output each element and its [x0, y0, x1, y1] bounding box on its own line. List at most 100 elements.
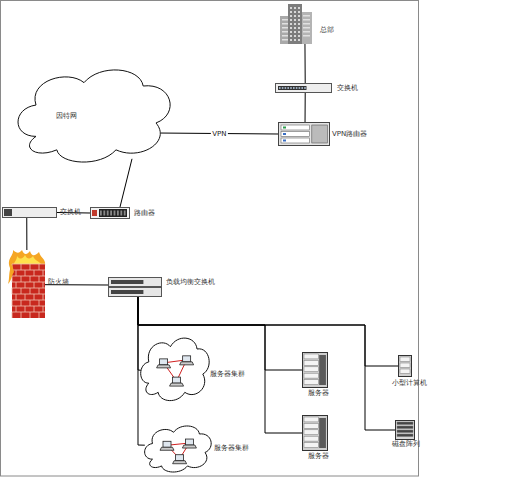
port [117, 211, 119, 216]
building-window [282, 35, 288, 37]
drive-bay [304, 360, 318, 365]
drive-bay [304, 367, 318, 372]
headquarters-building: 总部 [280, 4, 312, 44]
brick-mortar [12, 294, 45, 295]
headquarters-building-icon [280, 4, 312, 44]
drive-bay [304, 354, 318, 359]
building-window [298, 27, 300, 29]
disk-array-icon [395, 420, 415, 440]
brick-mortar [30, 264, 31, 270]
drive-bay [304, 436, 318, 441]
port [287, 87, 289, 89]
port [282, 87, 284, 89]
switch-device: 交换机 [2, 207, 57, 218]
building-window [298, 7, 300, 9]
drive-bay [304, 373, 318, 378]
building-window [294, 35, 296, 37]
minicomputer: 小型计算机 [398, 355, 412, 377]
router-device-icon [90, 207, 130, 219]
brick-mortar [16, 270, 17, 276]
building-window [294, 15, 296, 17]
router-slot [281, 125, 310, 130]
building-window [298, 23, 300, 25]
brick-mortar [25, 282, 26, 288]
brick-mortar [21, 312, 22, 318]
drive-bay [397, 430, 413, 433]
laptop-screen [183, 356, 191, 362]
building-window [282, 39, 288, 41]
drive-bay [304, 417, 318, 422]
server-cluster-icon [142, 420, 212, 476]
laptop-base [182, 445, 196, 448]
brick-mortar [12, 300, 13, 306]
minicomputer-icon [398, 355, 412, 377]
brick-mortar [12, 306, 45, 307]
brick-mortar [12, 288, 13, 294]
brick-mortar [39, 264, 40, 270]
port [301, 87, 303, 89]
drive-bay [400, 369, 410, 374]
brick-mortar [12, 288, 45, 289]
brick-mortar [30, 276, 31, 282]
laptop-screen [163, 441, 171, 447]
drive-bay [397, 422, 413, 425]
core-switch: 负载均衡交换机 [108, 277, 162, 297]
cloud-outline [145, 426, 212, 472]
laptop-screen [185, 439, 193, 445]
drive-bay [400, 357, 410, 362]
building-window [294, 31, 296, 33]
brick-mortar [34, 294, 35, 300]
brick-mortar [43, 306, 44, 312]
brick-mortar [21, 264, 22, 270]
port [114, 211, 116, 216]
drive-bay [304, 430, 318, 435]
tower-case [396, 421, 415, 440]
port [285, 87, 287, 89]
device-label: 负载均衡交换机 [166, 278, 215, 286]
device-logo [4, 209, 12, 216]
drive-bay [304, 443, 318, 448]
port [103, 211, 105, 216]
laptop-screen [160, 359, 168, 365]
building-window [290, 23, 292, 25]
server-tower-icon [302, 415, 328, 451]
server-cluster: 服务器集群 [142, 420, 212, 476]
router-led [92, 210, 97, 216]
switch-device-icon [275, 83, 332, 93]
cloud-shape [141, 338, 209, 401]
router-fan [312, 125, 328, 143]
building-window [282, 31, 288, 33]
laptop-base [170, 383, 184, 386]
laptop-base [180, 362, 194, 365]
brick-mortar [12, 270, 45, 271]
device-label: 服务器集群 [214, 444, 249, 452]
device-label: 交换机 [60, 208, 81, 216]
device-label: 服务器集群 [210, 370, 245, 378]
device-label: 服务器 [308, 452, 329, 460]
building-window [303, 15, 310, 17]
brick-mortar [21, 300, 22, 306]
drive-bay [304, 380, 318, 385]
network-cable [26, 218, 27, 250]
brick-mortar [39, 288, 40, 294]
server-panel [319, 418, 326, 448]
laptop-base [160, 447, 174, 450]
network-cable [304, 44, 305, 83]
device-label: 服务器 [308, 389, 329, 397]
server-cluster: 服务器集群 [138, 330, 210, 406]
building-window [290, 35, 292, 37]
building-window [298, 15, 300, 17]
drive-bay [400, 363, 410, 368]
port [124, 211, 126, 216]
building-window [303, 27, 310, 29]
switch-device: 交换机 [275, 83, 332, 93]
switch-body [3, 208, 57, 218]
building-window [298, 19, 300, 21]
device-label: 因特网 [56, 112, 77, 120]
switch-body [109, 288, 162, 297]
building-window [303, 35, 310, 37]
brick-mortar [39, 276, 40, 282]
brick-mortar [25, 270, 26, 276]
server-panel [319, 355, 326, 385]
